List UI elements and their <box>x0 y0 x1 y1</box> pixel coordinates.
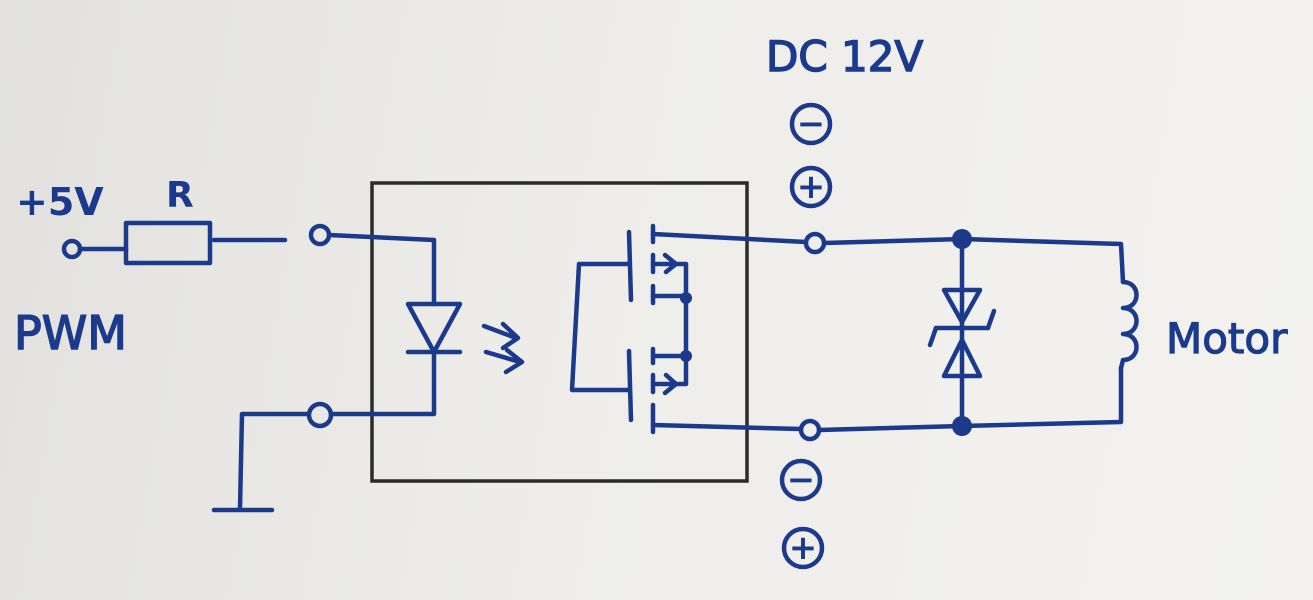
plus-icon: + <box>788 528 818 568</box>
relay-module-box <box>370 181 749 483</box>
dc-supply-label: DC 12V <box>765 32 924 81</box>
optocoupler-input-terminals <box>306 223 334 429</box>
optical-coupling-arrows-icon <box>481 321 525 375</box>
plus-icon: + <box>796 167 826 207</box>
mosfet-pair-symbol <box>569 223 692 435</box>
supply-5v-label: +5V <box>16 180 104 224</box>
minus-icon: − <box>786 460 816 500</box>
led-symbol <box>326 232 463 417</box>
motor-coil-symbol <box>1118 279 1139 371</box>
output-terminals <box>798 231 827 442</box>
relay-output-wires <box>650 231 809 432</box>
resistor-label: R <box>166 175 194 216</box>
tvs-diode-symbol <box>927 287 997 379</box>
pwm-label: PWM <box>13 306 127 360</box>
input-terminal-5v <box>61 238 129 260</box>
polarity-circles <box>779 102 833 570</box>
ground-symbol <box>211 411 310 513</box>
motor-label: Motor <box>1165 314 1288 363</box>
minus-icon: − <box>796 104 826 144</box>
resistor-symbol <box>123 220 288 266</box>
load-wiring <box>816 229 1126 436</box>
